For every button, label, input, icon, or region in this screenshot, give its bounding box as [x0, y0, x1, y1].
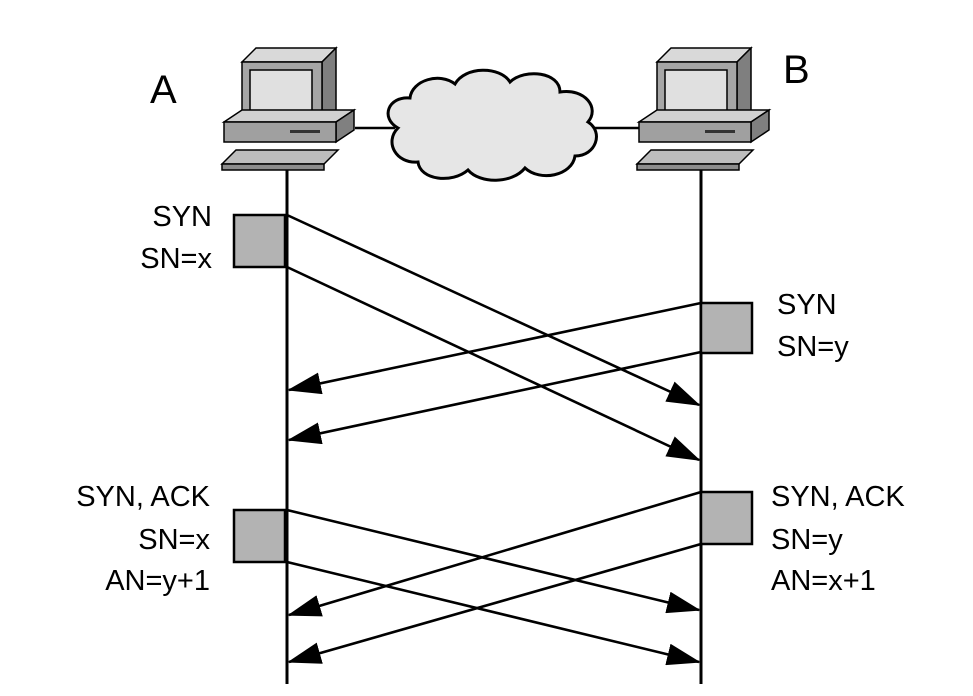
arrow-b-synack-1: [287, 490, 702, 617]
arrow-a-synack-2: [286, 560, 701, 666]
arrow-a-syn-2: [286, 265, 701, 462]
desktop-computer-icon: [220, 46, 357, 171]
host-a-label: A: [150, 68, 177, 112]
b-synack-label-line2: SN=y: [771, 524, 843, 556]
segment-box-a-synack: [232, 508, 287, 564]
a-synack-label-line1: SYN, ACK: [76, 481, 210, 513]
a-synack-label-line2: SN=x: [138, 524, 210, 556]
b-synack-label-line3: AN=x+1: [771, 565, 876, 597]
a-synack-label-line3: AN=y+1: [105, 565, 210, 597]
desktop-computer-icon: [635, 46, 772, 171]
b-syn-label-line1: SYN: [777, 289, 837, 321]
arrow-b-syn-1: [287, 301, 702, 395]
segment-box-b-synack: [699, 490, 754, 546]
b-syn-label-line2: SN=y: [777, 331, 849, 363]
b-synack-label-line1: SYN, ACK: [771, 481, 905, 513]
segment-box-a-syn: [232, 213, 287, 269]
arrow-a-synack-1: [286, 508, 701, 614]
a-syn-label-line2: SN=x: [140, 243, 212, 275]
arrow-b-synack-2: [287, 542, 702, 664]
arrow-b-syn-2: [287, 350, 702, 445]
segment-box-b-syn: [699, 301, 754, 355]
host-b-label: B: [783, 48, 810, 92]
a-syn-label-line1: SYN: [152, 201, 212, 233]
cloud-icon: [386, 68, 598, 182]
arrow-a-syn-1: [286, 213, 701, 407]
